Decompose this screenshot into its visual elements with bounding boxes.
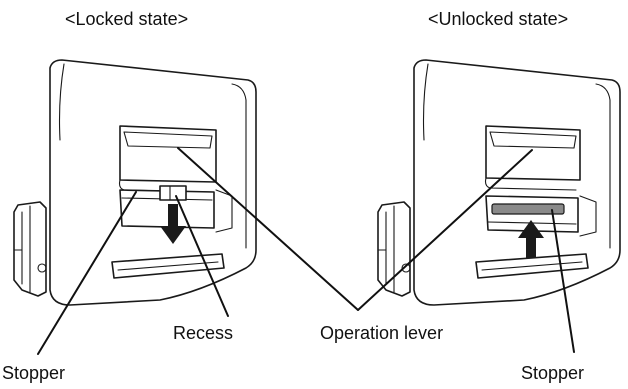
down-arrow-icon	[160, 204, 186, 244]
locked-state-title: <Locked state>	[65, 9, 189, 29]
locked-device-illustration	[13, 59, 257, 306]
leader-operation-lever-left	[177, 147, 359, 311]
leader-operation-lever-right	[357, 149, 533, 311]
leader-stopper-right	[551, 209, 575, 353]
stopper-label-left: Stopper	[2, 363, 66, 383]
unlocked-state-title: <Unlocked state>	[428, 9, 569, 29]
stopper-bar	[491, 203, 565, 215]
leader-recess	[175, 195, 229, 317]
recess-label: Recess	[173, 323, 234, 343]
stopper-label-right: Stopper	[521, 363, 585, 383]
leader-stopper-left	[37, 191, 137, 355]
up-arrow-icon	[518, 220, 544, 258]
operation-lever-label: Operation lever	[320, 323, 444, 343]
unlocked-device-illustration	[377, 59, 621, 306]
